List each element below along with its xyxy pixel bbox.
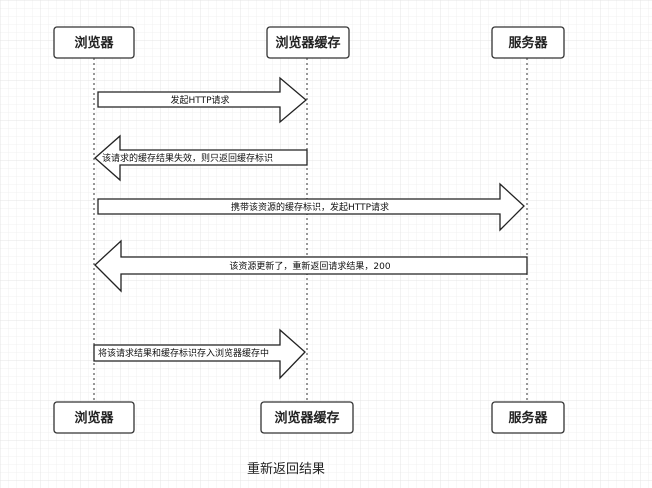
participant-label: 浏览器缓存 xyxy=(275,35,340,51)
right-block-arrow xyxy=(97,76,308,124)
participant-browser-bottom: 浏览器 xyxy=(53,401,135,434)
participant-server-top: 服务器 xyxy=(491,26,565,59)
participant-box xyxy=(53,26,135,59)
message-2: 该请求的缓存结果失效，则只返回缓存标识 xyxy=(94,134,308,182)
left-block-arrow xyxy=(94,239,528,293)
message-label: 发起HTTP请求 xyxy=(170,94,229,106)
diagram-caption: 重新返回结果 xyxy=(247,461,325,477)
participant-cache-top: 浏览器缓存 xyxy=(266,26,350,59)
participant-label: 浏览器 xyxy=(74,35,114,51)
participant-box xyxy=(260,401,354,434)
participant-box xyxy=(491,401,565,434)
message-label: 该请求的缓存结果失效，则只返回缓存标识 xyxy=(102,152,273,164)
participant-box xyxy=(266,26,350,59)
message-label: 将该请求结果和缓存标识存入浏览器缓存中 xyxy=(98,347,269,359)
participant-server-bottom: 服务器 xyxy=(491,401,565,434)
participant-box xyxy=(491,26,565,59)
right-block-arrow xyxy=(97,182,525,232)
message-label: 该资源更新了，重新返回请求结果，200 xyxy=(229,260,390,272)
participant-box xyxy=(53,401,135,434)
message-3: 携带该资源的缓存标识，发起HTTP请求 xyxy=(97,182,525,232)
participant-browser-top: 浏览器 xyxy=(53,26,135,59)
participant-label: 服务器 xyxy=(508,35,548,51)
participant-label: 浏览器缓存 xyxy=(274,410,339,426)
participant-label: 浏览器 xyxy=(74,410,114,426)
message-1: 发起HTTP请求 xyxy=(97,76,308,124)
message-5: 将该请求结果和缓存标识存入浏览器缓存中 xyxy=(93,328,306,380)
message-4: 该资源更新了，重新返回请求结果，200 xyxy=(94,239,528,293)
participant-label: 服务器 xyxy=(508,410,548,426)
right-block-arrow xyxy=(93,328,306,380)
message-label: 携带该资源的缓存标识，发起HTTP请求 xyxy=(231,201,389,213)
left-block-arrow xyxy=(94,134,308,182)
participant-cache-bottom: 浏览器缓存 xyxy=(260,401,354,434)
